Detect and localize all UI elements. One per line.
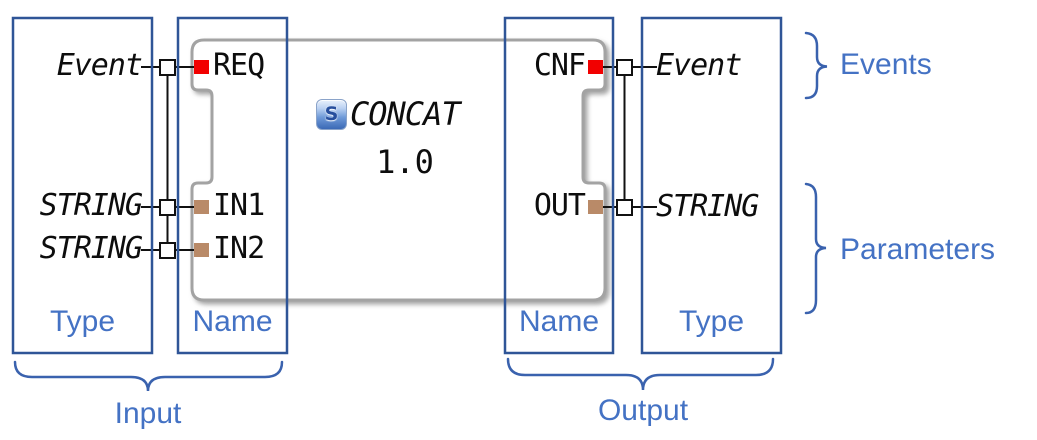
- input-param1-type: STRING: [39, 188, 143, 223]
- connection-square-event-output: [616, 59, 633, 76]
- output-type-column-label: Type: [678, 305, 745, 338]
- connection-square-out: [616, 199, 633, 216]
- output-event-type: Event: [656, 48, 742, 83]
- brace-output: [506, 357, 775, 391]
- data-pin-out: [588, 200, 603, 214]
- input-param2-type: STRING: [39, 231, 143, 266]
- connection-square-event-input: [159, 59, 176, 76]
- input-param1-name: IN1: [213, 188, 265, 223]
- output-param-name: OUT: [533, 188, 586, 223]
- service-fb-icon: S: [316, 99, 347, 130]
- input-group-label: Input: [114, 397, 182, 430]
- input-name-column-label: Name: [192, 305, 273, 338]
- input-event-name: REQ: [213, 48, 265, 83]
- box-input-type-column: [11, 16, 154, 355]
- input-event-type: Event: [56, 48, 143, 83]
- block-type-name: CONCAT: [350, 95, 461, 133]
- output-param-type: STRING: [656, 189, 759, 224]
- parameters-annotation-label: Parameters: [840, 233, 996, 266]
- data-pin-in1: [194, 200, 209, 214]
- input-param2-name: IN2: [213, 231, 265, 266]
- box-input-name-column: [176, 16, 289, 355]
- box-output-type-column: [640, 16, 783, 355]
- output-event-name: CNF: [533, 48, 586, 83]
- brace-input: [13, 360, 284, 392]
- event-pin-req: [194, 60, 209, 74]
- connection-square-in2: [159, 242, 176, 259]
- brace-events: [804, 31, 828, 100]
- output-name-column-label: Name: [518, 305, 600, 338]
- connection-square-in1: [159, 199, 176, 216]
- block-version: 1.0: [376, 143, 434, 181]
- brace-parameters: [804, 182, 827, 315]
- function-block-outline: [190, 38, 607, 302]
- event-pin-cnf: [588, 60, 603, 74]
- input-type-column-label: Type: [49, 305, 116, 338]
- data-pin-in2: [194, 243, 209, 257]
- box-output-name-column: [503, 16, 615, 355]
- output-group-label: Output: [597, 394, 689, 427]
- events-annotation-label: Events: [840, 48, 932, 81]
- service-fb-icon-glyph: S: [324, 103, 339, 125]
